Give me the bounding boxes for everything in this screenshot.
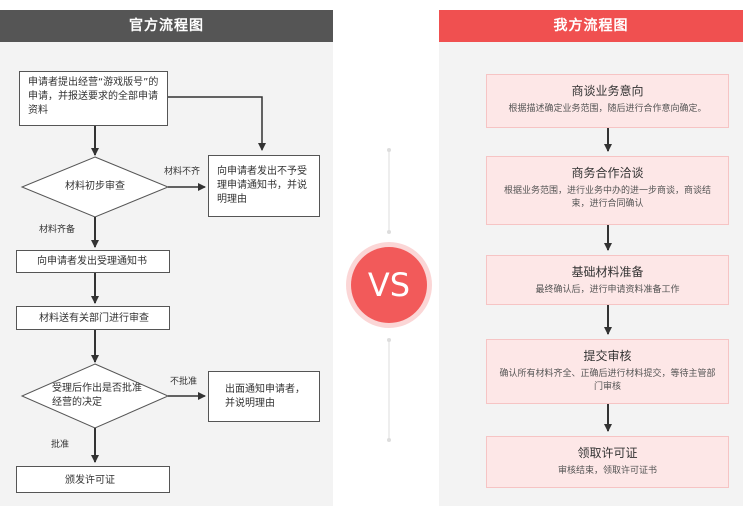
our-flowchart-title: 我方流程图	[439, 10, 743, 42]
official-flowchart-title: 官方流程图	[0, 10, 333, 42]
label-approved: 批准	[51, 440, 70, 450]
node-issue-license: 颁发许可证	[16, 466, 170, 493]
step-material-preparation: 基础材料准备 最终确认后，进行申请资料准备工作	[486, 255, 729, 305]
node-accept-notice: 向申请者发出受理通知书	[16, 250, 170, 273]
label-incomplete: 材料不齐	[164, 167, 201, 177]
step-business-negotiation: 商务合作洽谈 根据业务范围，进行业务中办的进一步商谈，商谈结束，进行合同确认	[486, 156, 729, 225]
step-title: 基础材料准备	[571, 265, 644, 279]
step-description: 根据描述确定业务范围，随后进行合作意向确定。	[508, 104, 707, 114]
step-obtain-license: 领取许可证 审核结束，领取许可证书	[486, 436, 729, 488]
node-notify-applicant: 出面通知申请者，并说明理由	[208, 371, 320, 422]
step-description: 确认所有材料齐全、正确后进行材料提交，等待主管部门审核	[499, 369, 716, 392]
node-reject-notice: 向申请者发出不予受理申请通知书，并说明理由	[208, 155, 320, 217]
label-complete: 材料齐备	[39, 225, 76, 235]
step-description: 审核结束，领取许可证书	[557, 466, 657, 476]
node-initial-review: 材料初步审查	[65, 181, 125, 192]
label-not-approved: 不批准	[170, 377, 198, 387]
node-submit-application: 申请者提出经营“游戏版号”的申请，并报送要求的全部申请资料	[19, 71, 168, 126]
step-description: 最终确认后，进行申请资料准备工作	[535, 285, 680, 295]
node-approval-decision: 受理后作出是否批准经营的决定	[52, 383, 142, 408]
step-title: 领取许可证	[577, 446, 638, 460]
step-description: 根据业务范围，进行业务中办的进一步商谈，商谈结束，进行合同确认	[503, 186, 711, 209]
step-submit-review: 提交审核 确认所有材料齐全、正确后进行材料提交，等待主管部门审核	[486, 339, 729, 404]
arrow-apply-to-reject	[168, 96, 266, 151]
step-title: 商谈业务意向	[571, 84, 644, 98]
step-title: 提交审核	[583, 349, 632, 363]
step-title: 商务合作洽谈	[571, 166, 644, 180]
node-department-review: 材料送有关部门进行审查	[16, 306, 170, 330]
step-business-intent: 商谈业务意向 根据描述确定业务范围，随后进行合作意向确定。	[486, 74, 729, 128]
vs-badge: VS	[351, 247, 427, 323]
